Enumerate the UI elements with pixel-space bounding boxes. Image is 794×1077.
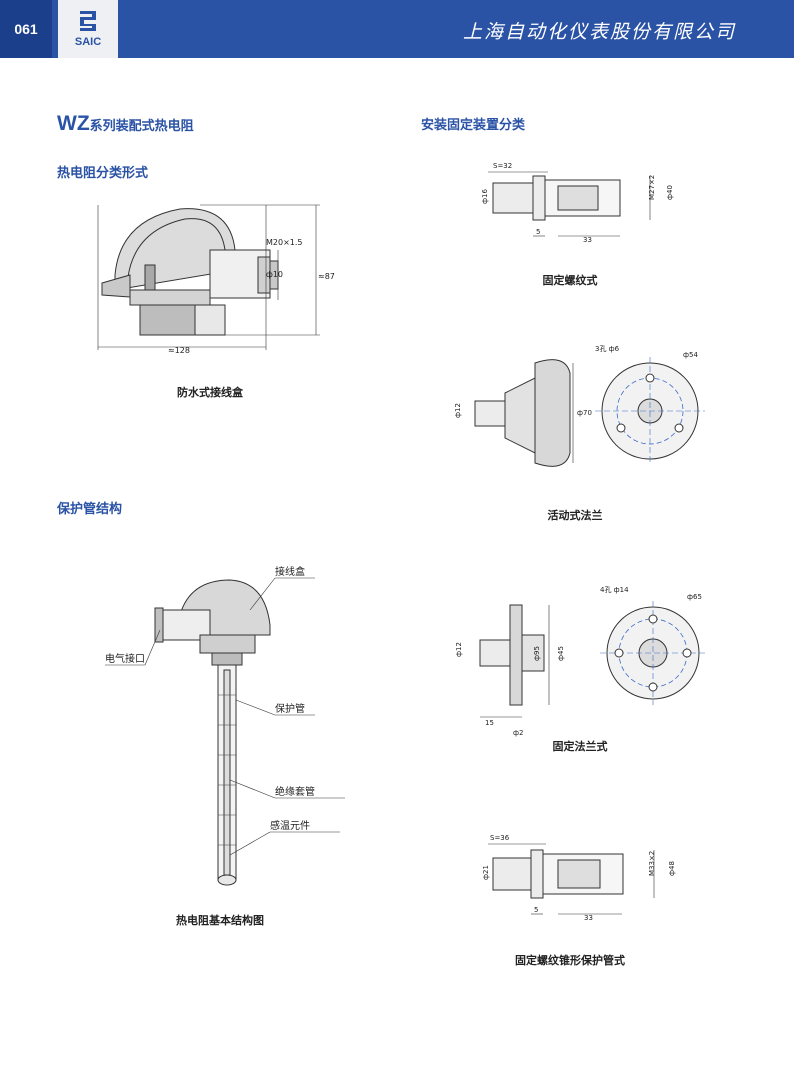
mf-caption: 活动式法兰 bbox=[547, 509, 603, 522]
jb-caption: 防水式接线盒 bbox=[177, 386, 243, 399]
mf-holes: 3孔 ф6 bbox=[595, 345, 620, 353]
fix-thread-drawing: S=32 ф16 M27×2 ф40 5 33 bbox=[481, 162, 674, 244]
main-title-rest: 系列装配式热电阻 bbox=[89, 119, 194, 134]
mf-pcd: ф54 bbox=[683, 351, 698, 359]
label-insulation: 绝缘套管 bbox=[275, 785, 315, 798]
section-installation: 安装固定装置分类 bbox=[421, 118, 526, 133]
jb-dim-height: ≈87 bbox=[318, 272, 335, 281]
ft-d1: ф16 bbox=[481, 189, 489, 204]
jb-dim-thread: M20×1.5 bbox=[266, 238, 303, 247]
ff-d-inner: ф45 bbox=[557, 646, 565, 661]
ft-s: S=32 bbox=[493, 162, 512, 170]
ft-d2: ф40 bbox=[666, 185, 674, 200]
structure-drawing: 接线盒 电气接口 保护管 绝缘套管 感温元件 bbox=[105, 565, 345, 886]
section-protection-tube: 保护管结构 bbox=[57, 502, 123, 517]
ct-len2: 33 bbox=[584, 914, 593, 922]
logo-text: SAIC bbox=[74, 36, 102, 48]
ff-pcd: ф65 bbox=[687, 593, 702, 601]
mf-d-outer: ф70 bbox=[577, 409, 592, 417]
page-number: 061 bbox=[0, 0, 52, 58]
structure-caption: 热电阻基本结构图 bbox=[176, 914, 264, 927]
ct-d2: ф48 bbox=[668, 861, 676, 876]
saic-logo-icon bbox=[80, 11, 96, 31]
movable-flange-drawing: 3孔 ф6 ф54 ф12 ф70 bbox=[454, 345, 705, 467]
junction-box-drawing: M20×1.5 ф10 ≈87 ≈128 bbox=[97, 204, 335, 355]
ff-holes: 4孔 ф14 bbox=[600, 586, 629, 594]
label-electrical: 电气接口 bbox=[105, 652, 145, 665]
ff-caption: 固定法兰式 bbox=[552, 740, 608, 753]
company-name: 上海自动化仪表股份有限公司 bbox=[462, 21, 736, 43]
ff-gap: ф2 bbox=[513, 729, 523, 737]
ff-d-tube: ф12 bbox=[455, 642, 463, 657]
ff-thick: 15 bbox=[485, 719, 494, 727]
jb-dim-dia: ф10 bbox=[266, 270, 283, 279]
main-title-prefix: WZ bbox=[57, 112, 90, 135]
ct-caption: 固定螺纹锥形保护管式 bbox=[515, 954, 625, 967]
ft-len1: 5 bbox=[536, 228, 540, 236]
ct-s: S=36 bbox=[490, 834, 510, 842]
label-box: 接线盒 bbox=[275, 565, 305, 578]
logo: SAIC bbox=[58, 0, 118, 58]
ft-len2: 33 bbox=[583, 236, 592, 244]
header-bar: 061 SAIC 上海自动化仪表股份有限公司 bbox=[0, 0, 794, 58]
ct-d1: ф21 bbox=[482, 865, 490, 880]
ct-len1: 5 bbox=[534, 906, 538, 914]
cone-thread-drawing: S=36 ф21 M33×2 ф48 5 33 bbox=[482, 834, 676, 922]
ct-thread: M33×2 bbox=[648, 851, 656, 876]
mf-d-tube: ф12 bbox=[454, 403, 462, 418]
ft-thread: M27×2 bbox=[648, 175, 656, 200]
main-title: WZ系列装配式热电阻 bbox=[57, 112, 194, 136]
jb-dim-width: ≈128 bbox=[168, 346, 190, 355]
ft-caption: 固定螺纹式 bbox=[542, 274, 598, 287]
label-tube: 保护管 bbox=[275, 702, 305, 715]
section-classification: 热电阻分类形式 bbox=[57, 166, 149, 181]
fixed-flange-drawing: 4孔 ф14 ф65 ф12 ф95 ф45 15 ф2 bbox=[455, 586, 707, 737]
ff-d-outer: ф95 bbox=[533, 646, 541, 661]
label-element: 感温元件 bbox=[270, 819, 310, 832]
